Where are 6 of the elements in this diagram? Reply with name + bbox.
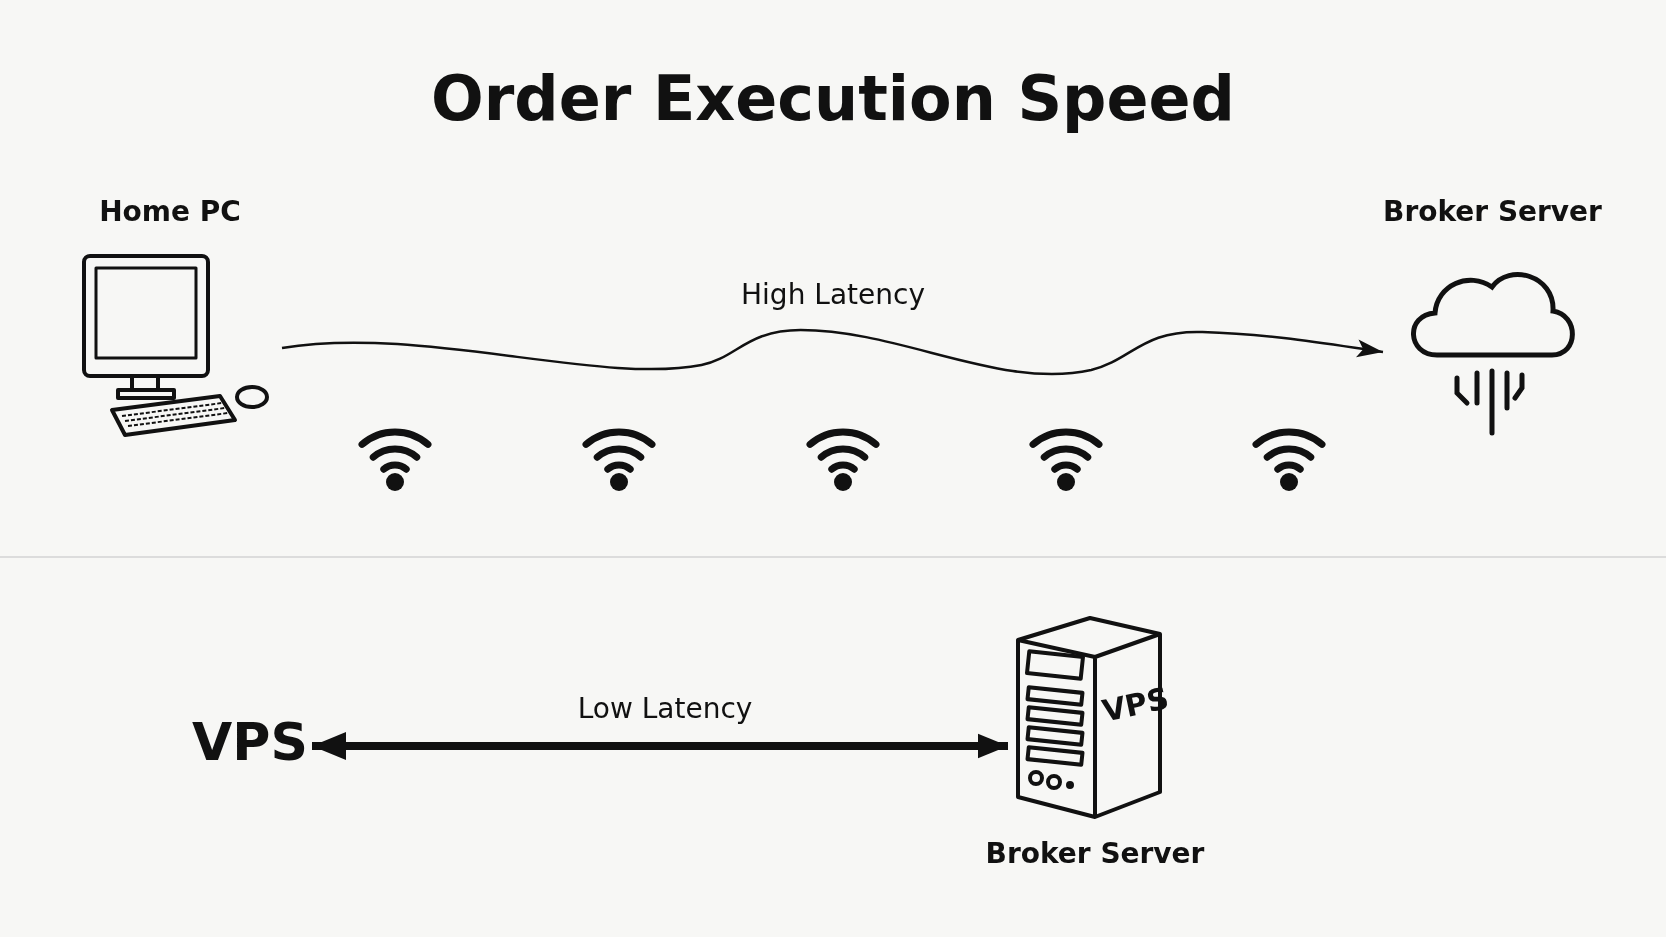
device-label: Broker Server — [1382, 195, 1603, 228]
node-label: VPS — [190, 712, 310, 778]
device-label: Home PC — [98, 195, 242, 228]
arrow — [281, 328, 1384, 376]
title: Order Execution Speed — [430, 62, 1236, 135]
device-label: Broker Server — [984, 837, 1206, 870]
